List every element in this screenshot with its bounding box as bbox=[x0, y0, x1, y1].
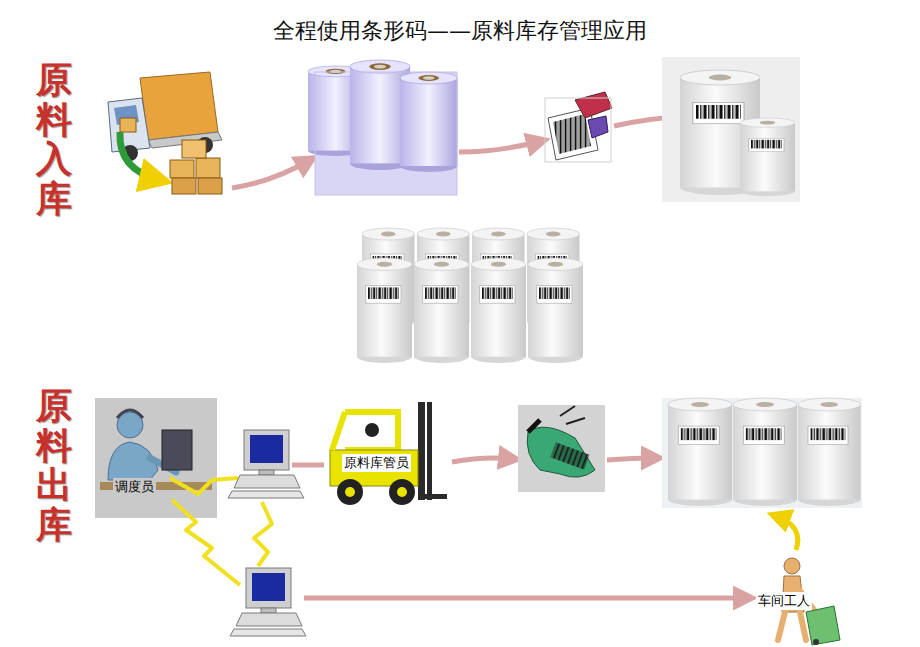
flow-arrow bbox=[232, 160, 310, 188]
node-label: 原料库管员 bbox=[342, 454, 411, 472]
computer-icon bbox=[230, 568, 306, 636]
node-label: 车间工人 bbox=[756, 592, 812, 610]
film-roll-photo bbox=[308, 60, 458, 195]
picture-node: 原料库管员 bbox=[322, 400, 447, 505]
flow-line bbox=[292, 463, 324, 468]
pick-arrow bbox=[776, 516, 798, 550]
dispatcher-picture bbox=[95, 398, 217, 518]
section-label: 原料出库 bbox=[36, 386, 72, 544]
diagram-title: 全程使用条形码——原料库存管理应用 bbox=[0, 16, 920, 46]
flow-arrow bbox=[452, 458, 513, 462]
node-label: 调度员 bbox=[113, 478, 156, 496]
forklift-picture bbox=[330, 402, 447, 505]
barcoded-roll-photo bbox=[662, 398, 862, 508]
roll-stack bbox=[357, 228, 583, 363]
flow-arrow bbox=[607, 458, 656, 460]
section-label: 原料入库 bbox=[36, 60, 72, 218]
picture-node: 调度员 bbox=[95, 398, 217, 518]
barcode-label-icon bbox=[545, 92, 612, 162]
barcode-scanner-icon bbox=[518, 405, 605, 492]
picture-node: 车间工人 bbox=[740, 540, 840, 645]
truck-icon bbox=[108, 72, 222, 194]
flow-arrow bbox=[459, 141, 541, 152]
barcoded-roll-photo bbox=[662, 57, 800, 202]
flow-arrow bbox=[304, 596, 748, 601]
